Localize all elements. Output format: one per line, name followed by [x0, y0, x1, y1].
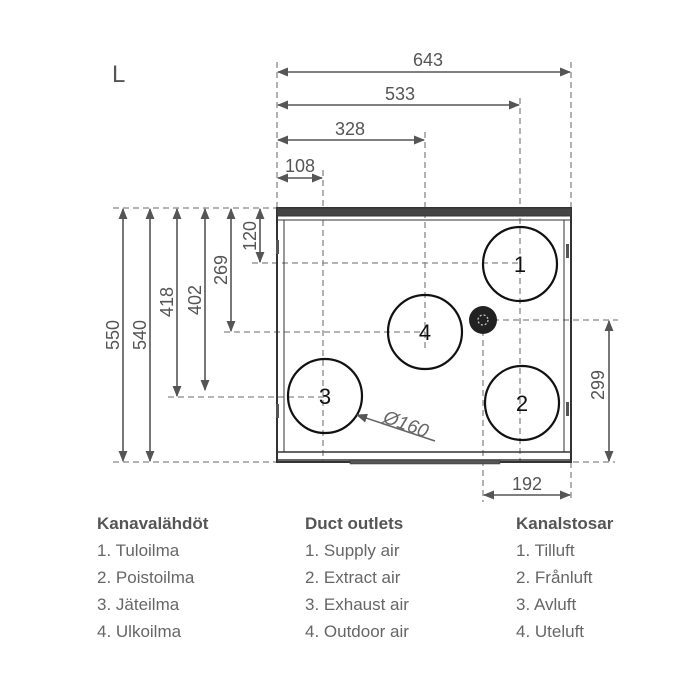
dim-269: 269 — [211, 255, 231, 285]
dim-diameter: Ø160 — [379, 407, 431, 443]
condensate-drain-icon — [469, 306, 497, 334]
outlet-1 — [481, 225, 559, 303]
legend-item: 3. Exhaust air — [305, 595, 409, 614]
outlet-4 — [386, 293, 464, 371]
legend-item: 4. Outdoor air — [305, 622, 409, 641]
diameter-leader — [355, 413, 436, 442]
outlet-2-label: 2 — [516, 391, 528, 416]
view-label: L — [112, 61, 125, 88]
legend-title: Duct outlets — [305, 514, 404, 533]
outlet-2 — [483, 364, 561, 442]
legend-item: 3. Avluft — [516, 595, 577, 614]
dim-192: 192 — [512, 474, 542, 494]
legend-finnish: Kanavalähdöt 1. Tuloilma 2. Poistoilma 3… — [97, 510, 208, 645]
outlet-3-label: 3 — [319, 384, 331, 409]
outlet-4-label: 4 — [419, 320, 431, 345]
legend-title: Kanalstosar — [516, 514, 614, 533]
outlet-1-label: 1 — [514, 252, 526, 277]
dim-402: 402 — [185, 285, 205, 315]
legend-item: 1. Supply air — [305, 541, 400, 560]
legend-english: Duct outlets 1. Supply air 2. Extract ai… — [305, 510, 409, 645]
outlet-circles — [286, 225, 561, 442]
outlet-3 — [286, 357, 364, 435]
legend-title: Kanavalähdöt — [97, 514, 209, 533]
legend-item: 4. Ulkoilma — [97, 622, 182, 641]
legend-item: 2. Extract air — [305, 568, 401, 587]
dimension-arrows — [118, 67, 614, 500]
dim-533: 533 — [385, 84, 415, 104]
legend-item: 3. Jäteilma — [97, 595, 180, 614]
dim-540: 540 — [130, 320, 150, 350]
dim-643: 643 — [413, 50, 443, 70]
extension-lines — [113, 62, 618, 502]
dim-328: 328 — [335, 119, 365, 139]
dim-108: 108 — [285, 156, 315, 176]
dim-120: 120 — [240, 221, 260, 251]
legend-swedish: Kanalstosar 1. Tilluft 2. Frånluft 3. Av… — [516, 510, 613, 645]
legend-item: 2. Frånluft — [516, 568, 593, 587]
legend-item: 1. Tilluft — [516, 541, 575, 560]
dim-299: 299 — [588, 370, 608, 400]
dim-550: 550 — [103, 320, 123, 350]
legend-item: 2. Poistoilma — [97, 568, 195, 587]
legend-item: 4. Uteluft — [516, 622, 585, 641]
dim-418: 418 — [157, 287, 177, 317]
legend-item: 1. Tuloilma — [97, 541, 180, 560]
unit-body — [276, 207, 572, 465]
